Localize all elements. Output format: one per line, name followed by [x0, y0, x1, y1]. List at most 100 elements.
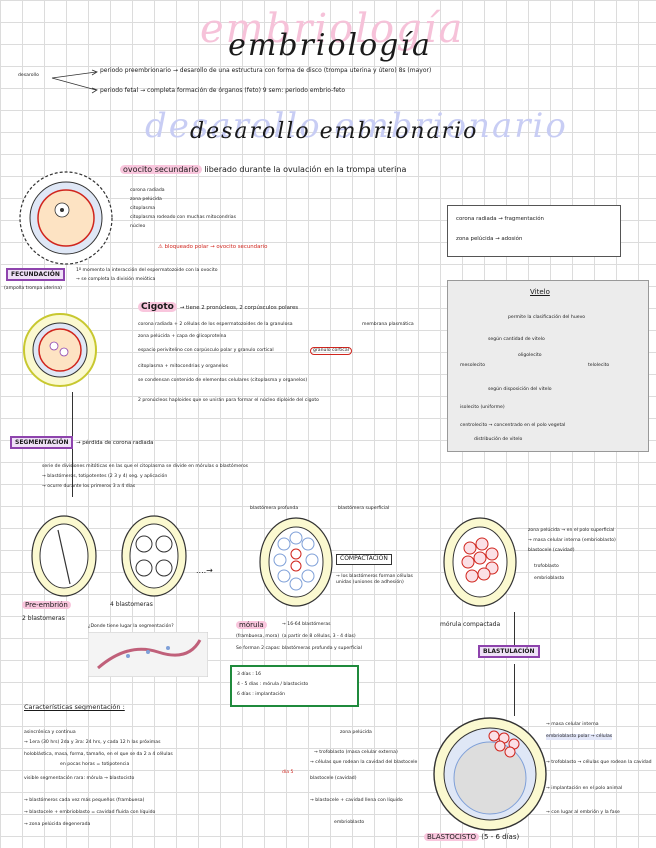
- cigoto-line-2: zona pelúcida + capa de glicoproteína: [138, 334, 226, 340]
- days-line-3: 6 días : implantación: [237, 692, 285, 698]
- blasto-left-2: → trofoblasto (masa celular externa): [314, 750, 398, 756]
- caracteristica-2: → 1era (30 hrs) 2da y 3ra: 24 hrs, y cad…: [24, 740, 161, 746]
- morula-note-3: Se forman 2 capas: blastómeras profunda …: [236, 646, 362, 652]
- segmentacion-desc-1: serie de divisiones mitóticas en las que…: [42, 464, 248, 470]
- pre-embrion-label: Pre-embrión: [22, 602, 71, 609]
- blastulacion-line-top: [514, 612, 515, 646]
- caracteristica-6: → blastómeros cada vez más pequeños (fra…: [24, 798, 144, 804]
- blastulacion-label: BLASTULACIÓN: [478, 645, 540, 658]
- right-note-2: → masa celular interna (embrioblasto): [528, 538, 616, 544]
- blasto-left-bottom: embrioblasto: [334, 820, 364, 826]
- vitelo-title: Vitelo: [530, 289, 550, 296]
- morula-note-1: → 16-64 blastómeras: [282, 622, 331, 628]
- ovocito-warning: ⚠ bloqueado polar → ovocito secundario: [158, 244, 267, 251]
- fecundacion-note-2: → se completa la división meiótica: [76, 277, 155, 283]
- diagram-caption: ¿Donde tiene lugar la segmentación?: [88, 624, 174, 630]
- corona-zona-box: corona radiada → fragmentación zona pelú…: [447, 205, 621, 257]
- vitelo-distribucion: distribución de vitelo: [474, 437, 522, 443]
- warning-icon: ⚠: [158, 244, 163, 250]
- section-title: desarollo embrionario: [190, 119, 478, 144]
- morula-compactada-label: mórula compactada: [440, 622, 500, 629]
- ovocito-heading: ovocito secundario liberado durante la o…: [120, 167, 406, 174]
- caracteristica-7: → blastocele + embrioblasto = cavidad fl…: [24, 810, 155, 816]
- morula-note-2: (a partir de 8 células, 3 - 4 días): [282, 634, 356, 640]
- ovocito-label-4: citoplasma rodeado con muchas mitocondri…: [130, 215, 236, 221]
- vitelo-oligolecito: oligolecito: [518, 353, 542, 359]
- blastomera-profunda-label: blastómera profunda: [250, 506, 298, 512]
- vitelo-centrolecito: centrolecito → concentrado en el polo ve…: [460, 423, 565, 429]
- compactacion-label: COMPACTACIÓN: [336, 554, 392, 565]
- ellipsis-arrow: ....→: [196, 568, 213, 575]
- blasto-left-4: blastocele (cavidad): [310, 776, 357, 782]
- blasto-left-5: → blastocele + cavidad llena con líquido: [310, 798, 403, 804]
- right-note-4: trofoblasto: [534, 564, 559, 570]
- ovocito-label-1: corona radiada: [130, 188, 165, 194]
- dos-blastomeras-label: 2 blastomeras: [22, 616, 65, 623]
- fecundacion-note-1: 1º momento la interacción del espermatoz…: [76, 268, 218, 274]
- ovocito-label-3: citoplasma: [130, 206, 155, 212]
- vitelo-line-3: según disposición del vitelo: [488, 387, 552, 393]
- right-note-1: zona pelúcida → en el polo superficial: [528, 528, 614, 534]
- fecundacion-label: FECUNDACIÓN: [6, 268, 65, 281]
- vitelo-mesolecito: mesolecito: [460, 363, 485, 369]
- cigoto-line-5: se condensan contenido de elementos celu…: [138, 378, 307, 384]
- blasto-right-4: → implantación en el polo animal: [546, 786, 622, 792]
- segmentacion-note: → pérdida de corona radiada: [76, 440, 153, 447]
- morula-label: mórula: [236, 622, 267, 629]
- blasto-right-3: → trofoblasto → células que rodean la ca…: [546, 760, 652, 766]
- intro-line-2: periodo fetal → completa formación de ór…: [100, 88, 345, 95]
- days-line-2: 4 - 5 días : mórula / blastocisto: [237, 682, 308, 688]
- cigoto-pink-note: granulo cortical: [310, 347, 352, 355]
- uterus-diagram: [88, 632, 208, 677]
- ovocito-diagram: [8, 170, 128, 270]
- blastocisto-label: BLASTOCISTO (5 - 6 días): [424, 834, 519, 841]
- rz-line-2: zona pelúcida → adosión: [456, 236, 522, 243]
- cigoto-line-3: espacio perivitelino con corpúsculo pola…: [138, 348, 274, 354]
- cigoto-line-1: corona radiada + 2 células de los esperm…: [138, 322, 293, 328]
- blasto-left-3: → células que rodean la cavidad del blas…: [310, 760, 417, 766]
- blasto-right-5: → con lugar al embrión y la fase: [546, 810, 620, 816]
- intro-line-1: periodo preembrionario → desarollo de un…: [100, 68, 431, 75]
- vitelo-line-1: permite la clasificación del huevo: [508, 315, 585, 321]
- ovocito-label-2: zona pelúcida: [130, 197, 162, 203]
- cleavage-diagram: [28, 512, 198, 602]
- vitelo-isolecito: isolecito (uniforme): [460, 405, 505, 411]
- caracteristica-4: en pocas horas = totipotencia: [60, 762, 129, 768]
- segmentacion-desc-3: → ocurre durante los primeros 3 a 4 días: [42, 484, 135, 490]
- cuatro-blastomeras-label: 4 blastomeras: [110, 602, 153, 609]
- morula-sub: (frambuesa, mora): [236, 634, 279, 640]
- blasto-left-1: zona pelúcida: [340, 730, 372, 736]
- intro-side-label: desarollo: [18, 73, 39, 79]
- right-note-5: embrioblasto: [534, 576, 564, 582]
- segmentacion-label: SEGMENTACIÓN: [10, 436, 73, 449]
- rz-line-1: corona radiada → fragmentación: [456, 216, 544, 223]
- blasto-right-1: → masa celular interna: [546, 722, 599, 728]
- blastocisto-diagram: [430, 716, 550, 832]
- vitelo-box: Vitelo permite la clasificación del huev…: [447, 280, 649, 452]
- segmentacion-desc-2: → blastómeros, totipotentes (2 3 y 4) se…: [42, 474, 167, 480]
- days-box: 3 días : 16 4 - 5 días : mórula / blasto…: [230, 665, 359, 707]
- cigoto-right-note: membrana plasmática: [362, 322, 414, 328]
- blastomera-superficial-label: blastómera superficial: [338, 506, 389, 512]
- right-note-3: blastocele (cavidad): [528, 548, 575, 554]
- caracteristicas-heading: Características segmentación :: [24, 704, 125, 711]
- blasto-side-label: día 5: [282, 770, 293, 776]
- intro-branch-arrows: [50, 66, 100, 96]
- blasto-right-2: embrioblasto polar → células: [546, 734, 612, 740]
- caracteristica-1: asincrónica y continua: [24, 730, 76, 736]
- ovocito-label-5: núcleo: [130, 224, 145, 230]
- morula-compactada-diagram: [440, 512, 520, 612]
- vitelo-telolecito: telolecito: [588, 363, 609, 369]
- caracteristica-3: holoblástica, masa, forma, tamaño, en el…: [24, 752, 173, 758]
- days-line-1: 3 días : 16: [237, 672, 261, 678]
- cigoto-diagram: [20, 310, 100, 390]
- cigoto-line-6: 2 pronúcleos haploides que se unirán par…: [138, 398, 319, 404]
- morula-diagram: [256, 512, 336, 612]
- caracteristica-5: visible segmentación rara: mórula → blas…: [24, 776, 134, 782]
- page-title: embriología: [180, 28, 480, 63]
- fecundacion-sub: (ampolla trompa uterina): [4, 286, 62, 292]
- cigoto-line-4: citoplasma + mitocondrias y organelos: [138, 364, 228, 370]
- cigoto-heading: Cigoto → tiene 2 pronúcleos, 2 corpúscul…: [138, 304, 298, 312]
- blastulacion-line-bottom: [514, 664, 515, 716]
- caracteristica-8: → zona pelúcida degenerada: [24, 822, 90, 828]
